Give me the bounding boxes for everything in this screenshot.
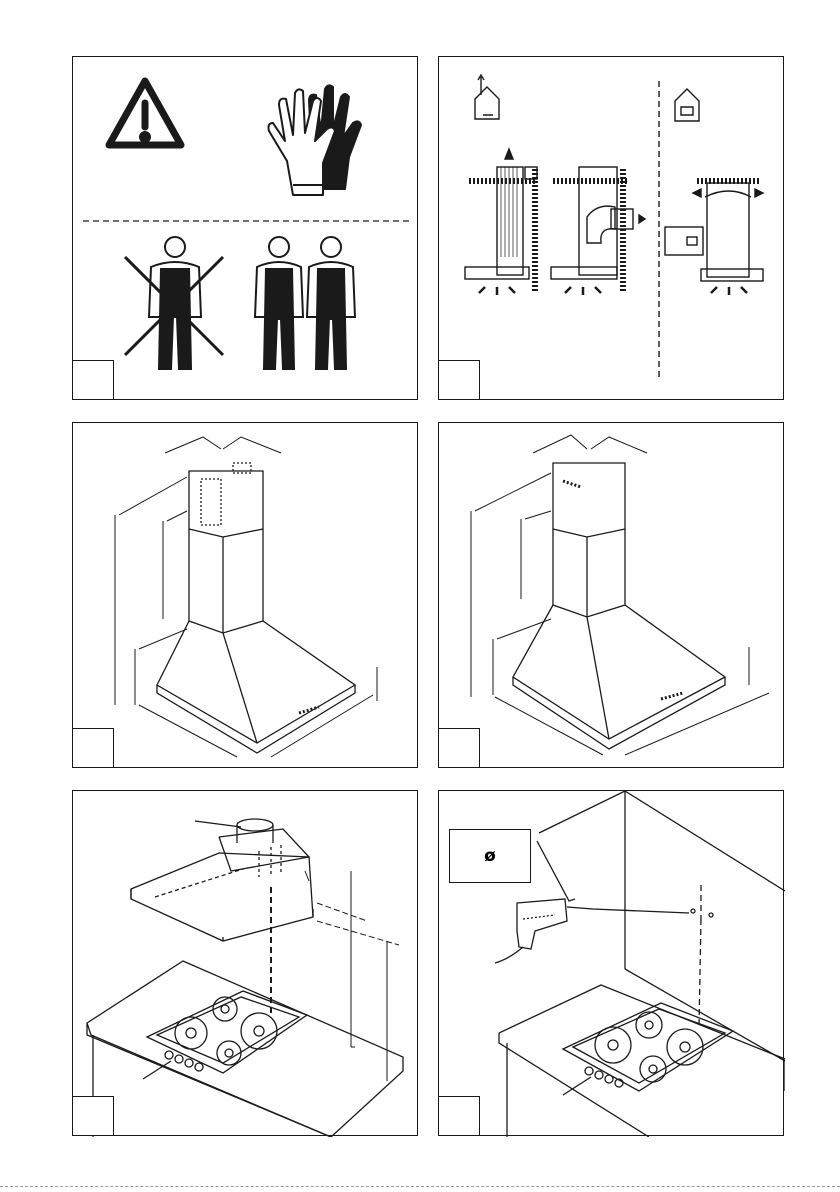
- drill-hole: [691, 909, 695, 913]
- hood-side-exhaust: [551, 167, 645, 295]
- hood-body: [157, 463, 355, 753]
- safety-illustration: [73, 57, 419, 401]
- warning-icon: [109, 81, 181, 145]
- recirculation-mode-icon: [675, 89, 699, 121]
- hood-recirculation: [665, 181, 763, 295]
- drill-diameter-callout: ø: [449, 829, 531, 883]
- page-bottom-rule: [0, 1186, 840, 1187]
- dimension-lines: [471, 435, 769, 755]
- installation-height-drawing: [73, 791, 419, 1137]
- figure-number-box: [438, 360, 480, 400]
- hood-vertical-exhaust: [465, 149, 537, 295]
- hood-top-view: [131, 819, 313, 941]
- operating-modes-illustration: [439, 57, 785, 401]
- figure-number-box: [72, 728, 114, 768]
- extraction-mode-icon: [475, 75, 499, 119]
- figure-number-box: [72, 360, 114, 400]
- two-persons-icon: [255, 237, 355, 369]
- drill-hole: [709, 913, 713, 917]
- figure-panel-operating-modes: [438, 56, 784, 400]
- figure-panel-installation-height: [72, 790, 418, 1136]
- figure-panel-dimensions-a: [72, 422, 418, 768]
- wall-corner: [539, 791, 785, 1061]
- figure-number-box: [438, 1096, 480, 1136]
- gloves-icon: [269, 85, 362, 195]
- figure-number-box: [438, 728, 480, 768]
- hood-dimension-drawing: [73, 423, 419, 769]
- center-line: [699, 885, 701, 1027]
- drill-icon: [495, 899, 689, 963]
- diameter-symbol: ø: [484, 846, 496, 866]
- figure-panel-safety: [72, 56, 418, 400]
- hob-countertop: [499, 985, 785, 1137]
- hood-body: [513, 463, 725, 749]
- figure-number-box: [72, 1096, 114, 1136]
- single-person-crossed-icon: [125, 237, 223, 369]
- callout-leader: [537, 841, 575, 901]
- hob-countertop: [87, 961, 403, 1137]
- figure-panel-dimensions-b: [438, 422, 784, 768]
- hood-dimension-drawing: [439, 423, 785, 769]
- figure-panel-drilling: ø: [438, 790, 784, 1136]
